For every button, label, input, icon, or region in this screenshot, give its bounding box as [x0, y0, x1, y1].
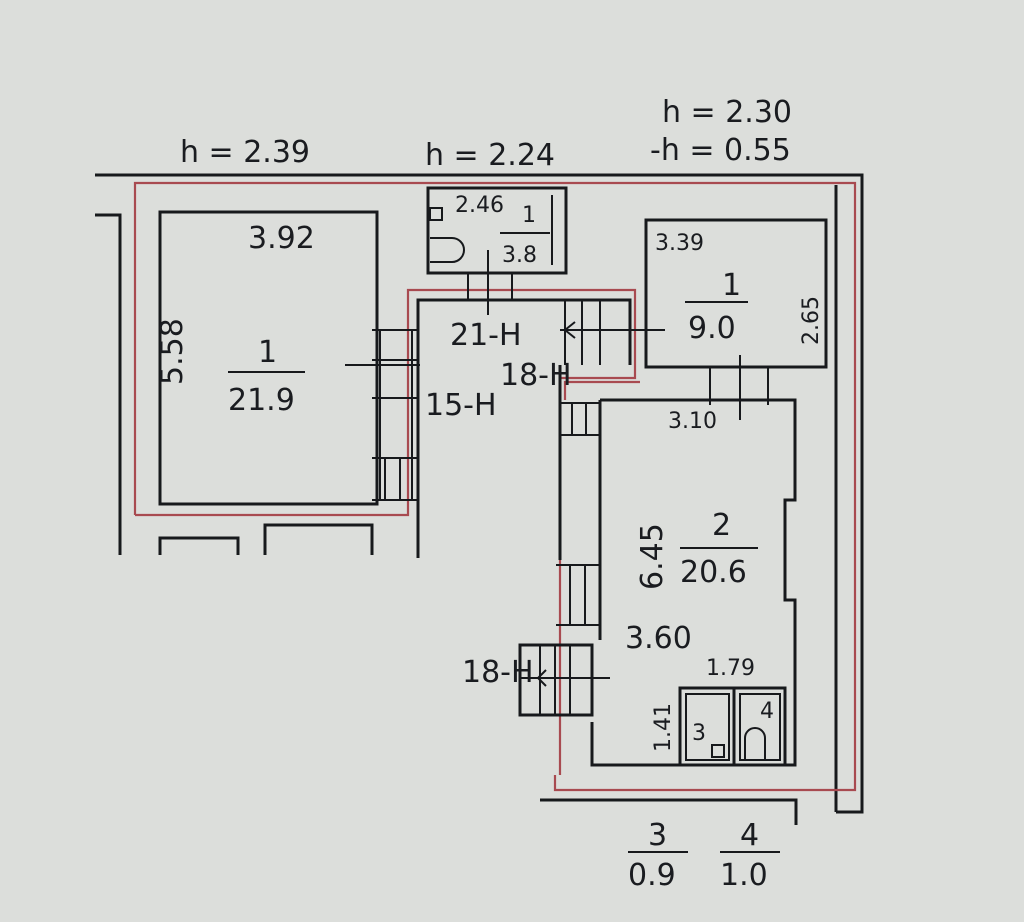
legend-4-number: 4 [740, 818, 759, 853]
room-wc [426, 186, 568, 315]
room1-area: 21.9 [228, 383, 295, 418]
bath-4-number: 4 [760, 699, 774, 724]
room1r-width: 3.39 [655, 231, 704, 256]
room1r-area: 9.0 [688, 311, 736, 346]
room1-width: 3.92 [248, 221, 315, 256]
room2-length: 6.45 [635, 523, 670, 590]
legend-3-area: 0.9 [628, 858, 676, 893]
room-2 [518, 398, 797, 767]
room1r-number: 1 [722, 268, 741, 303]
height-left: h = 2.39 [180, 135, 310, 170]
room2-inner-width: 3.60 [625, 621, 692, 656]
wc-width: 2.46 [455, 193, 504, 218]
height-right-top: h = 2.30 [662, 95, 792, 130]
room1-number: 1 [258, 335, 277, 370]
bathrooms [678, 686, 787, 767]
room2-number: 2 [712, 508, 731, 543]
wc-number: 1 [522, 203, 536, 228]
height-right-bottom: -h = 0.55 [650, 133, 791, 168]
bath-width: 1.79 [706, 656, 755, 681]
room1-length: 5.58 [155, 318, 190, 385]
room1r-length: 2.65 [799, 296, 824, 345]
legend-3-number: 3 [648, 818, 667, 853]
room2-wall-18h: 18-H [462, 655, 534, 690]
legend-4-area: 1.0 [720, 858, 768, 893]
corridor-wall-15h: 15-H [425, 388, 497, 423]
height-center: h = 2.24 [425, 138, 555, 173]
wc-area: 3.8 [502, 243, 537, 268]
room2-width: 3.10 [668, 409, 717, 434]
room2-area: 20.6 [680, 555, 747, 590]
corridor-wall-18h: 18-H [500, 358, 572, 393]
bath-3-number: 3 [692, 721, 706, 746]
corridor-wall-21h: 21-H [450, 318, 522, 353]
outer-walls [95, 173, 864, 825]
room-1-left [158, 210, 420, 506]
bath-depth: 1.41 [651, 703, 676, 752]
